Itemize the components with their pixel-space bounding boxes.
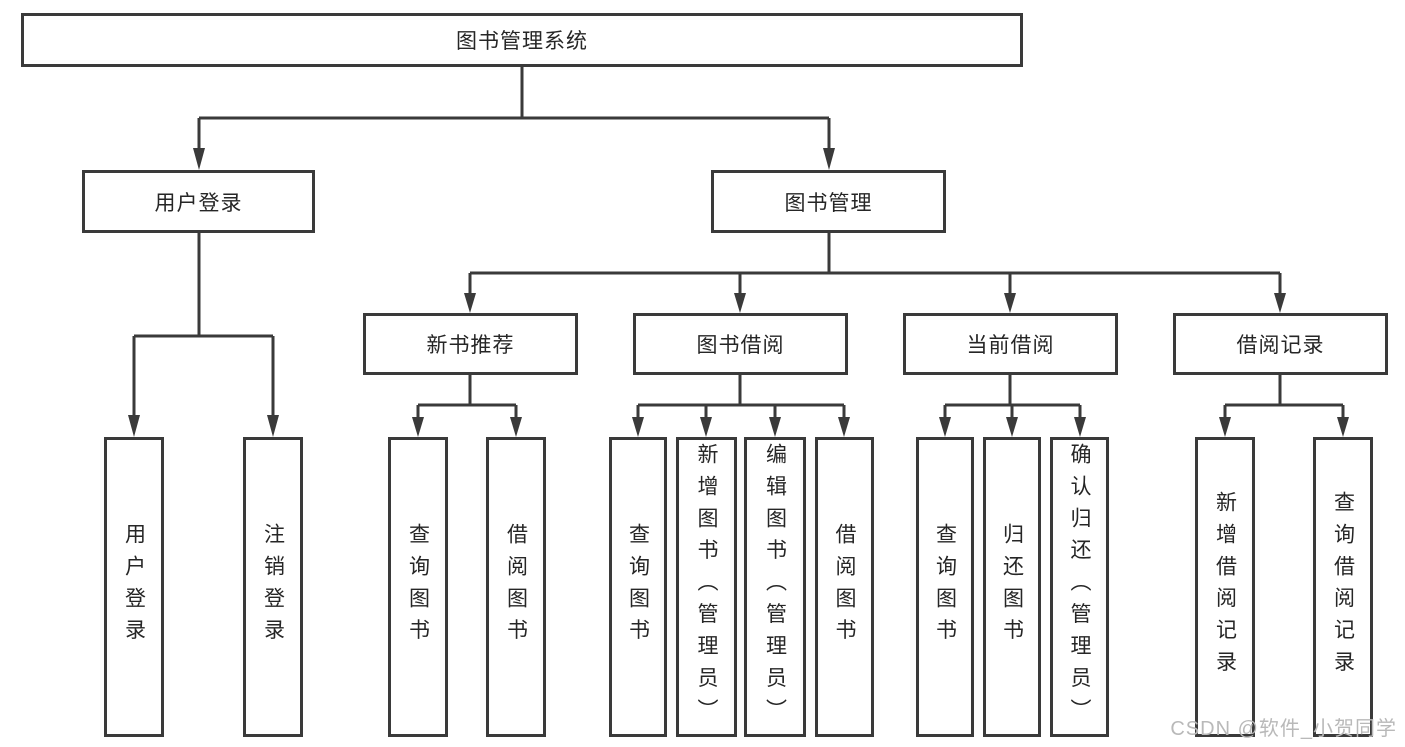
leaf-borrow-book-recommend: 借阅图书 [486,437,546,737]
node-root-label: 图书管理系统 [456,30,588,53]
leaf-query-book-current: 查询图书 [916,437,974,737]
node-new-book-recommend-label: 新书推荐 [426,334,515,357]
leaf-add-book-admin: 新增图书（管理员） [676,437,737,737]
node-new-book-recommend: 新书推荐 [363,313,578,375]
node-borrowing-records: 借阅记录 [1173,313,1388,375]
leaf-query-borrow-record-label: 查询借阅记录 [1331,491,1355,683]
leaf-add-borrow-record: 新增借阅记录 [1195,437,1255,737]
leaf-borrow-book-label: 借阅图书 [833,523,856,651]
node-borrowing-records-label: 借阅记录 [1236,334,1325,357]
leaf-user-login: 用户登录 [104,437,164,737]
node-current-borrowing-label: 当前借阅 [966,334,1055,357]
node-book-management: 图书管理 [711,170,946,233]
leaf-confirm-return-admin: 确认归还（管理员） [1050,437,1109,737]
leaf-logout: 注销登录 [243,437,303,737]
node-root: 图书管理系统 [21,13,1023,67]
leaf-user-login-label: 用户登录 [122,523,146,651]
node-user-login-label: 用户登录 [154,191,243,215]
leaf-query-book-current-label: 查询图书 [933,523,957,651]
leaf-query-book-borrowing: 查询图书 [609,437,667,737]
leaf-edit-book-admin: 编辑图书（管理员） [744,437,806,737]
leaf-query-book-borrowing-label: 查询图书 [626,523,650,651]
leaf-return-book: 归还图书 [983,437,1041,737]
leaf-query-book-recommend: 查询图书 [388,437,448,737]
leaf-return-book-label: 归还图书 [1000,523,1024,651]
leaf-confirm-return-admin-label: 确认归还（管理员） [1068,443,1091,731]
leaf-borrow-book: 借阅图书 [815,437,874,737]
node-user-login: 用户登录 [82,170,315,233]
leaf-query-borrow-record: 查询借阅记录 [1313,437,1373,737]
node-book-borrowing-label: 图书借阅 [696,334,785,357]
node-current-borrowing: 当前借阅 [903,313,1118,375]
node-book-management-label: 图书管理 [784,191,873,215]
leaf-add-book-admin-label: 新增图书（管理员） [695,443,718,731]
leaf-query-book-recommend-label: 查询图书 [406,523,430,651]
leaf-add-borrow-record-label: 新增借阅记录 [1213,491,1237,683]
node-book-borrowing: 图书借阅 [633,313,848,375]
leaf-borrow-book-recommend-label: 借阅图书 [504,523,528,651]
watermark: CSDN @软件_小贺同学 [1170,718,1397,740]
leaf-logout-label: 注销登录 [261,523,285,651]
leaf-edit-book-admin-label: 编辑图书（管理员） [763,443,787,731]
